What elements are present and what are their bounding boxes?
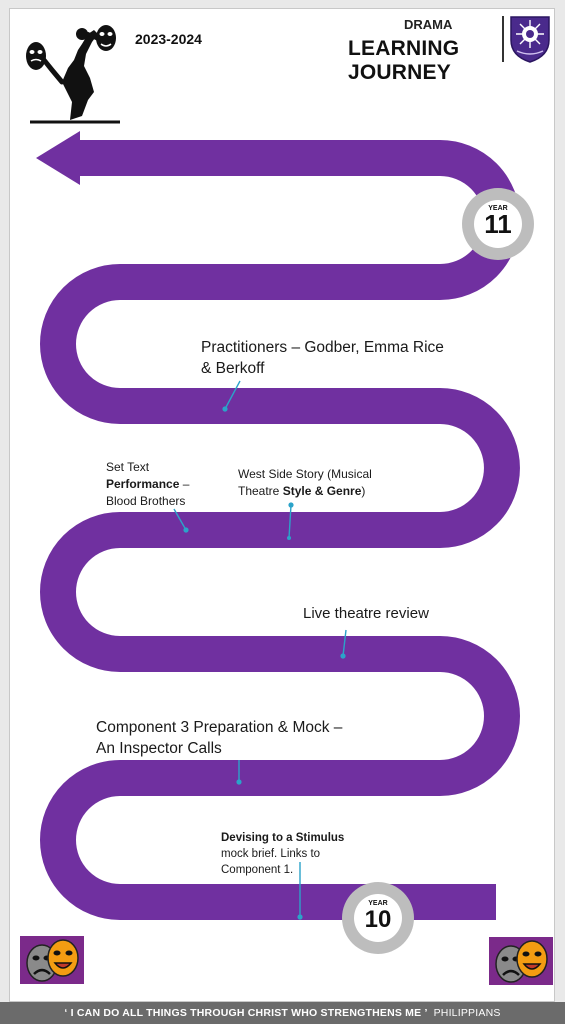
- academic-year: 2023-2024: [135, 31, 202, 47]
- topic-devising: Devising to a Stimulus mock brief. Links…: [221, 832, 345, 876]
- footer-quote-bar: ‘ I CAN DO ALL THINGS THROUGH CHRIST WHO…: [0, 1002, 565, 1024]
- page-title: LEARNING JOURNEY: [348, 37, 460, 84]
- pointer-dots: [183, 406, 346, 920]
- topic-component-3: Component 3 Preparation & Mock – An Insp…: [96, 719, 343, 757]
- journey-arrowhead-icon: [36, 131, 80, 185]
- topic-west-side-story: West Side Story (Musical Theatre Style &…: [238, 467, 372, 498]
- year-11-number: 11: [484, 209, 512, 239]
- year-10-word: YEAR: [368, 900, 388, 907]
- year-10-number: 10: [364, 906, 392, 933]
- topic-set-text: Set Text Performance – Blood Brothers: [106, 460, 190, 508]
- title-divider: [502, 16, 504, 62]
- school-crest-icon: [508, 14, 552, 64]
- footer-quote: ‘ I CAN DO ALL THINGS THROUGH CHRIST WHO…: [64, 1007, 428, 1019]
- year-11-word: YEAR: [488, 205, 508, 212]
- subject-label: DRAMA: [404, 17, 453, 32]
- topic-live-theatre: Live theatre review: [303, 605, 429, 622]
- theatre-masks-icon: [489, 937, 553, 985]
- footer-reference: PHILIPPIANS: [433, 1007, 501, 1019]
- year-10-badge: YEAR 10: [342, 882, 414, 954]
- topic-practitioners: Practitioners – Godber, Emma Rice & Berk…: [201, 339, 444, 377]
- theatre-masks-icon: [20, 936, 84, 984]
- pointer-lines: [173, 380, 347, 917]
- year-11-badge: YEAR 11: [462, 188, 534, 260]
- drama-logo: [22, 20, 127, 128]
